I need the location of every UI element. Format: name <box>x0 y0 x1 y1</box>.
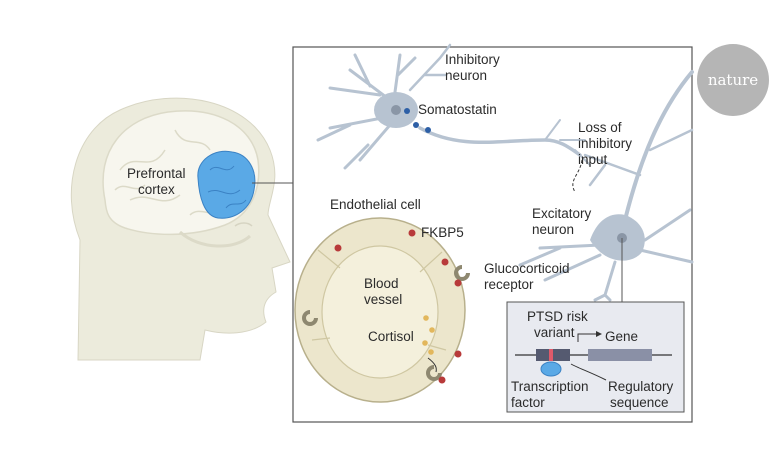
fkbp5-dot <box>438 376 446 384</box>
glucocorticoid-receptor-shape <box>454 265 470 281</box>
gene-arrowhead <box>596 331 602 337</box>
blood-vessel-label-line2: vessel <box>364 292 402 307</box>
excitatory-label-line1: Excitatory <box>532 206 592 221</box>
gr-label-line2: receptor <box>484 277 534 292</box>
cortisol-arrow <box>427 357 437 373</box>
reg-label-line2: sequence <box>610 395 669 410</box>
gene-label: Gene <box>605 329 638 344</box>
variant-label-line2: variant <box>534 325 575 340</box>
somatostatin-dot <box>425 127 431 133</box>
reg-label-line1: Regulatory <box>608 379 674 394</box>
fkbp5-label: FKBP5 <box>421 225 464 240</box>
nature-logo-text: nature <box>708 71 758 89</box>
gene-arrow <box>577 333 600 342</box>
excitatory-label-line2: neuron <box>532 222 574 237</box>
cortisol-dot <box>429 327 435 333</box>
head-silhouette <box>70 97 291 361</box>
inhibitory-label-line2: neuron <box>445 68 487 83</box>
tf-label-line2: factor <box>511 395 545 410</box>
nature-logo <box>697 44 769 116</box>
prefrontal-label-line2: cortex <box>138 182 175 197</box>
fkbp5-dot <box>408 229 416 237</box>
regulatory-pointer <box>570 363 607 381</box>
cortisol-dot <box>423 315 429 321</box>
inhibitory-label-line1: Inhibitory <box>445 52 500 67</box>
fkbp5-dot <box>454 350 462 358</box>
fkbp5-dot <box>441 258 449 266</box>
cortisol-label: Cortisol <box>368 329 414 344</box>
prefrontal-label-line1: Prefrontal <box>127 166 186 181</box>
somatostatin-dot <box>413 122 419 128</box>
endothelial-label: Endothelial cell <box>330 197 421 212</box>
fkbp5-dot <box>334 244 342 252</box>
loss-label-line2: inhibitory <box>578 136 632 151</box>
blood-vessel-label-line1: Blood <box>364 276 399 291</box>
tf-label-line1: Transcription <box>511 379 589 394</box>
gr-label-line1: Glucocorticoid <box>484 261 570 276</box>
glucocorticoid-receptor-shape <box>302 310 318 326</box>
somatostatin-label: Somatostatin <box>418 102 497 117</box>
gene-block <box>588 349 652 361</box>
cortisol-dot <box>428 349 434 355</box>
loss-label-line3: input <box>578 152 608 167</box>
excitatory-neuron <box>518 70 694 302</box>
transcription-factor-shape <box>540 361 562 377</box>
fkbp5-dot <box>454 279 462 287</box>
somatostatin-dot <box>404 108 410 114</box>
risk-variant-mark <box>549 349 553 361</box>
loss-dashed-arrow <box>572 159 583 193</box>
inhibitory-nucleus <box>391 105 401 115</box>
inhibitory-neuron <box>316 43 591 170</box>
loss-label-line1: Loss of <box>578 120 622 135</box>
glucocorticoid-receptor-shape <box>426 365 442 381</box>
variant-label-line1: PTSD risk <box>527 309 588 324</box>
prefrontal-cortex <box>197 150 256 219</box>
cortisol-dot <box>422 340 428 346</box>
blood-vessel <box>294 217 466 403</box>
